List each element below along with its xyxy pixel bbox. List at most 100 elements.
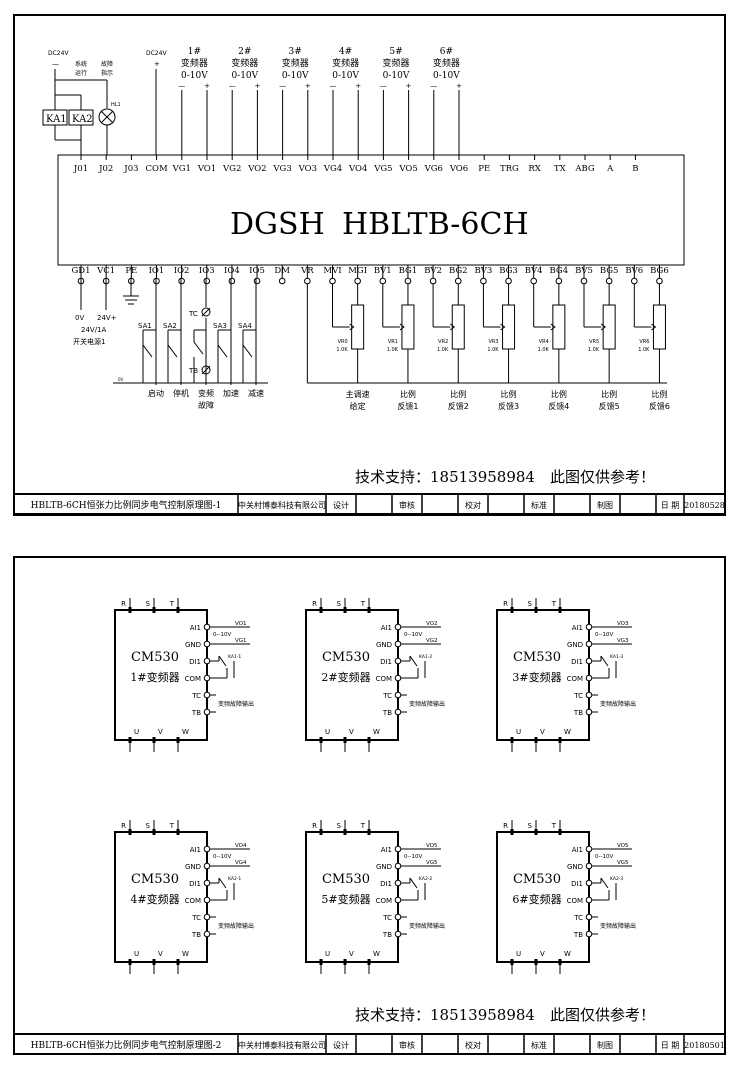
sheet-2-title-block-frame xyxy=(13,1033,726,1055)
vfd-pin-com: COM xyxy=(567,897,583,905)
bottom-terminal-bg2-icon xyxy=(454,277,462,285)
top-terminal-b: B xyxy=(632,164,638,174)
vfd-label: 5#变频器 xyxy=(321,892,370,906)
vfd-output-terminal xyxy=(128,959,132,965)
pot-2-value: 1.0K xyxy=(437,347,449,353)
vfd-pin-gnd-icon xyxy=(203,640,211,648)
pot-wiper-arrowhead-icon xyxy=(600,323,606,331)
pot-4-label-2: 反馈4 xyxy=(548,401,569,411)
bottom-terminal-io5-icon xyxy=(253,277,261,285)
power-small-0v: 0V xyxy=(118,377,124,382)
pot-1-label-1: 比例 xyxy=(400,389,416,399)
vfd-header-2-num: 2# xyxy=(238,47,251,57)
pot-3-label-1: 比例 xyxy=(501,389,517,399)
top-terminal-tx: TX xyxy=(554,164,567,174)
vfd-bottom-label-w: W xyxy=(564,950,571,958)
vfd-pin-di1-icon xyxy=(585,657,593,665)
sheet-2-border xyxy=(13,556,726,1055)
vfd-header-2-minus: — xyxy=(229,82,236,90)
vfd-pin-com-icon xyxy=(585,674,593,682)
pot-wiper-arrowhead-icon xyxy=(449,323,456,331)
pot-3-label-2: 反馈3 xyxy=(498,401,519,411)
vfd-relay-contact xyxy=(600,655,609,667)
pot-0-label-2: 给定 xyxy=(350,401,366,411)
vfd-range-label: 0--10V xyxy=(213,632,231,638)
tc-label: TC xyxy=(188,310,198,318)
vfd-header-3-minus: — xyxy=(279,82,286,90)
vfd-pin-tc: TC xyxy=(573,914,583,922)
vfd-relay-contact xyxy=(218,655,227,667)
relay-ka2-label: KA2 xyxy=(72,114,93,125)
vfd-header-2-range: 0-10V xyxy=(231,71,258,81)
vfd-output-terminal xyxy=(152,959,156,965)
vfd-output-terminal xyxy=(128,737,132,743)
vfd-pin-ai1-icon xyxy=(203,845,211,853)
vfd-input-terminal xyxy=(558,829,562,835)
vfd-range-label: 0--10V xyxy=(595,854,613,860)
top-terminal-vo1: VO1 xyxy=(197,164,216,174)
vfd-pin-tc-icon xyxy=(394,691,402,699)
sheet-2-title-block-date-value: 20180501 xyxy=(684,1041,725,1050)
dc24v-left-minus: — xyxy=(52,60,59,68)
vfd-model: CM530 xyxy=(322,650,370,665)
sheet-1: DC24V — 系统 运行 故障 指示 KA1 KA2 HL1 xyxy=(13,14,726,516)
vfd-top-label-t: T xyxy=(551,822,557,830)
vfd-header-1-plus: + xyxy=(204,82,210,90)
pot-6-name: VR6 xyxy=(639,339,649,345)
vfd-header-4-minus: — xyxy=(330,82,337,90)
vfd-input-terminal xyxy=(510,829,514,835)
vfd-pin-di1: DI1 xyxy=(380,880,392,888)
sys-run-label-2: 运行 xyxy=(75,69,87,77)
vfd-output-terminal xyxy=(176,959,180,965)
vfd-input-terminal xyxy=(176,607,180,613)
vfd-header-2-name: 变频器 xyxy=(231,57,258,69)
bottom-terminal-bv3-icon xyxy=(480,277,487,285)
dc24v-left-label: DC24V xyxy=(48,50,69,57)
vfd-header-4-num: 4# xyxy=(339,47,352,57)
sheet-1-title-block-proof-label: 校对 xyxy=(465,500,481,510)
vfd-header-4-plus: + xyxy=(355,82,361,90)
pot-wiper-arrowhead-icon xyxy=(349,323,355,331)
pot-4-label-1: 比例 xyxy=(551,389,567,399)
vfd-pin-ai1: AI1 xyxy=(190,624,201,632)
vfd-pin-di1: DI1 xyxy=(571,658,583,666)
vfd-pin-ai1: AI1 xyxy=(381,624,392,632)
vfd-model: CM530 xyxy=(513,872,561,887)
vfd-header-1-minus: — xyxy=(178,82,185,90)
vfd-vg-label: VG3 xyxy=(617,638,629,644)
vfd-pin-tb: TB xyxy=(573,709,583,717)
ground-icon xyxy=(123,278,139,305)
vfd-pin-tb-icon xyxy=(394,708,402,716)
vfd-bottom-label-w: W xyxy=(182,950,189,958)
vfd-bottom-label-w: W xyxy=(564,728,571,736)
vfd-pin-tb: TB xyxy=(382,931,392,939)
vfd-model: CM530 xyxy=(322,872,370,887)
vfd-pin-com: COM xyxy=(567,675,583,683)
vfd-input-terminal xyxy=(152,829,156,835)
tc-terminal-icon xyxy=(201,307,211,317)
vfd-relay-contact xyxy=(600,877,609,889)
vfd-range-label: 0--10V xyxy=(595,632,613,638)
vfd-bottom-label-w: W xyxy=(373,950,380,958)
vfd-vg-label: VG2 xyxy=(426,638,438,644)
sheet-1-title-block-date-label: 日 期 xyxy=(661,501,680,510)
vfd-bottom-label-v: V xyxy=(349,950,354,958)
vfd-output-terminal xyxy=(319,959,323,965)
power-name: 开关电源1 xyxy=(73,337,105,346)
pot-1-name: VR1 xyxy=(388,339,398,345)
vfd-top-label-r: R xyxy=(121,600,126,608)
bottom-terminal-vr-icon xyxy=(304,277,311,285)
vfd-output-terminal xyxy=(510,959,514,965)
vfd-model: CM530 xyxy=(131,872,179,887)
vfd-pin-gnd: GND xyxy=(567,863,583,871)
top-terminal-vo3: VO3 xyxy=(298,164,317,174)
vfd-pin-tc-icon xyxy=(585,691,593,699)
vfd-pin-ai1: AI1 xyxy=(381,846,392,854)
vfd-fault-output-label: 变频故障输出 xyxy=(409,700,445,708)
top-terminal-com: COM xyxy=(146,164,168,174)
pot-2-label-1: 比例 xyxy=(450,389,466,399)
vfd-bottom-label-v: V xyxy=(158,950,163,958)
